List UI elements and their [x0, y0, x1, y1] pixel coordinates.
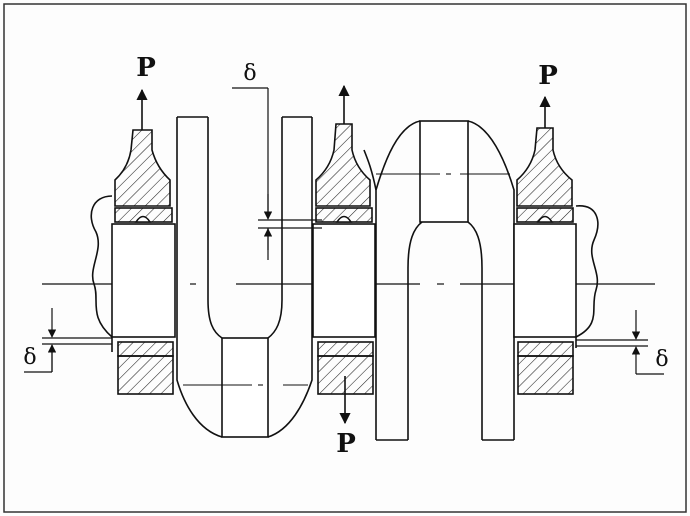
crank-pin — [221, 337, 269, 438]
middle-bearing — [312, 123, 376, 395]
left-gap-dimension — [24, 308, 112, 373]
left-rod-upper — [114, 129, 171, 207]
right-oil-hole — [536, 215, 554, 223]
right-bearing — [513, 127, 599, 395]
bottom-force-label: P — [336, 429, 356, 459]
right-shell-bottom — [517, 341, 574, 357]
middle-shell-bottom — [317, 341, 374, 357]
top-gap-label: δ — [243, 61, 256, 86]
middle-journal — [312, 223, 376, 338]
right-break-line — [575, 205, 599, 348]
right-rod-upper — [516, 127, 573, 207]
middle-oil-hole — [335, 215, 353, 223]
right-force-label: P — [538, 61, 558, 91]
left-gap-label: δ — [23, 345, 36, 370]
left-bearing — [90, 129, 176, 395]
right-gap-label: δ — [655, 347, 668, 372]
left-shell-bottom — [117, 341, 174, 357]
upper-crank-pin — [419, 120, 469, 223]
top-gap-dimension — [232, 87, 322, 260]
right-crank-web — [363, 120, 515, 441]
left-journal — [111, 223, 176, 338]
right-cap — [517, 355, 574, 395]
right-journal — [513, 223, 577, 338]
left-crank-web — [176, 116, 313, 438]
right-gap-dimension — [576, 310, 664, 375]
left-oil-hole — [134, 215, 152, 223]
frame-border — [3, 3, 687, 513]
left-break-line — [90, 195, 113, 352]
left-force-label: P — [136, 53, 156, 83]
middle-rod-upper — [315, 123, 371, 207]
left-cap — [117, 355, 174, 395]
